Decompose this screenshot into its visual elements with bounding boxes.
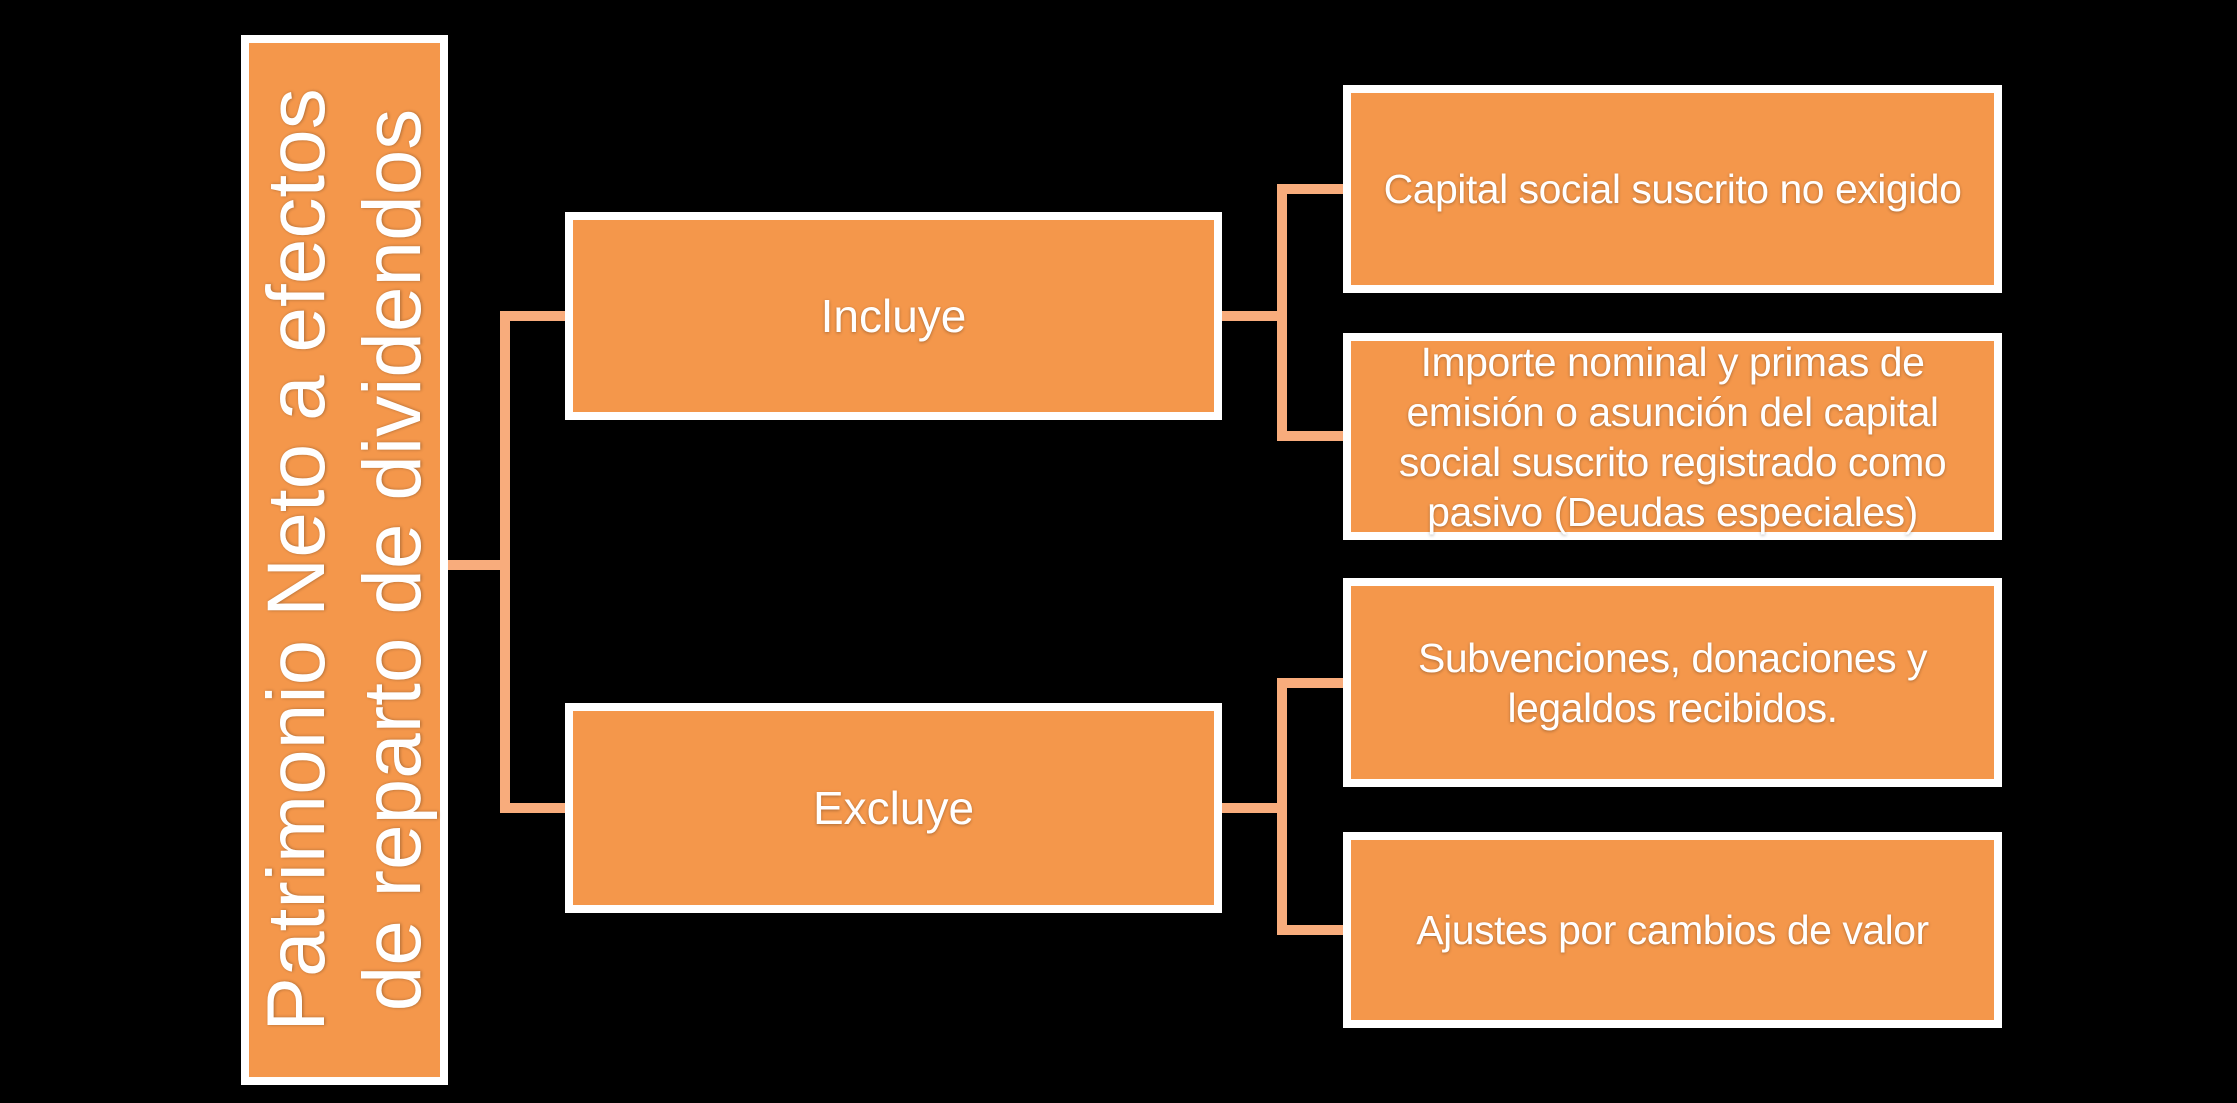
connector-root-stub: [448, 560, 505, 570]
connector-incluye-vertical: [1277, 184, 1287, 441]
node-leaf-ajustes: Ajustes por cambios de valor: [1343, 832, 2002, 1028]
node-root-label: Patrimonio Neto a efectos de reparto de …: [250, 88, 438, 1032]
node-root-patrimonio: Patrimonio Neto a efectos de reparto de …: [241, 35, 448, 1085]
node-branch-incluye: Incluye: [565, 212, 1222, 420]
connector-root-to-incluye: [500, 311, 565, 321]
connector-excluye-stub: [1222, 803, 1282, 813]
connector-excluye-to-child4: [1277, 925, 1343, 935]
node-leaf-importe-nominal: Importe nominal y primas de emisión o as…: [1343, 333, 2002, 540]
connector-root-to-excluye: [500, 803, 565, 813]
connector-excluye-to-child3: [1277, 678, 1343, 688]
connector-root-vertical: [500, 311, 510, 813]
node-branch-excluye: Excluye: [565, 703, 1222, 913]
node-leaf-capital-social: Capital social suscrito no exigido: [1343, 85, 2002, 293]
connector-incluye-to-child2: [1277, 431, 1343, 441]
connector-incluye-stub: [1222, 311, 1282, 321]
connector-incluye-to-child1: [1277, 184, 1343, 194]
node-leaf-subvenciones: Subvenciones, donaciones y legaldos reci…: [1343, 578, 2002, 787]
connector-excluye-vertical: [1277, 678, 1287, 935]
